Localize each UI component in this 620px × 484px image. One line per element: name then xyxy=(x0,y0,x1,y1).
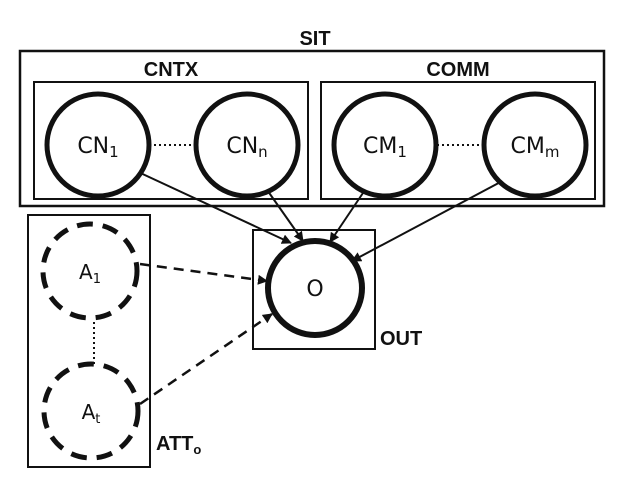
edge-cnn-o xyxy=(264,186,304,242)
out-plate xyxy=(252,229,376,350)
sit-plate-label: SIT xyxy=(299,28,330,50)
node-cnn xyxy=(193,91,301,199)
att-plate-label: ATTo xyxy=(156,433,201,457)
edge-at-o xyxy=(139,312,273,406)
node-cm1 xyxy=(331,91,439,199)
cntx-plate xyxy=(33,81,309,200)
edge-a1-o xyxy=(139,262,268,285)
sit-plate xyxy=(18,49,606,208)
node-at-label: At xyxy=(82,400,101,427)
node-cmm-label: CMm xyxy=(511,134,560,161)
node-cmm xyxy=(481,91,589,199)
node-cnn-label: CNn xyxy=(226,134,267,161)
node-a1 xyxy=(40,221,140,321)
cntx-plate-label: CNTX xyxy=(144,59,199,81)
att-plate xyxy=(27,214,151,468)
comm-plate-label: COMM xyxy=(426,59,489,81)
out-plate-label: OUT xyxy=(380,328,422,350)
edge-cmm-o xyxy=(351,177,509,262)
node-o xyxy=(265,238,365,338)
node-cm1-label: CM1 xyxy=(363,134,407,161)
edge-cm1-o xyxy=(329,186,368,243)
node-cn1-label: CN1 xyxy=(77,134,118,161)
node-at xyxy=(41,361,141,461)
node-o-label: O xyxy=(306,277,323,302)
edge-cn1-o xyxy=(133,169,292,244)
comm-plate xyxy=(320,81,596,200)
node-cn1 xyxy=(44,91,152,199)
node-a1-label: A1 xyxy=(79,260,101,287)
